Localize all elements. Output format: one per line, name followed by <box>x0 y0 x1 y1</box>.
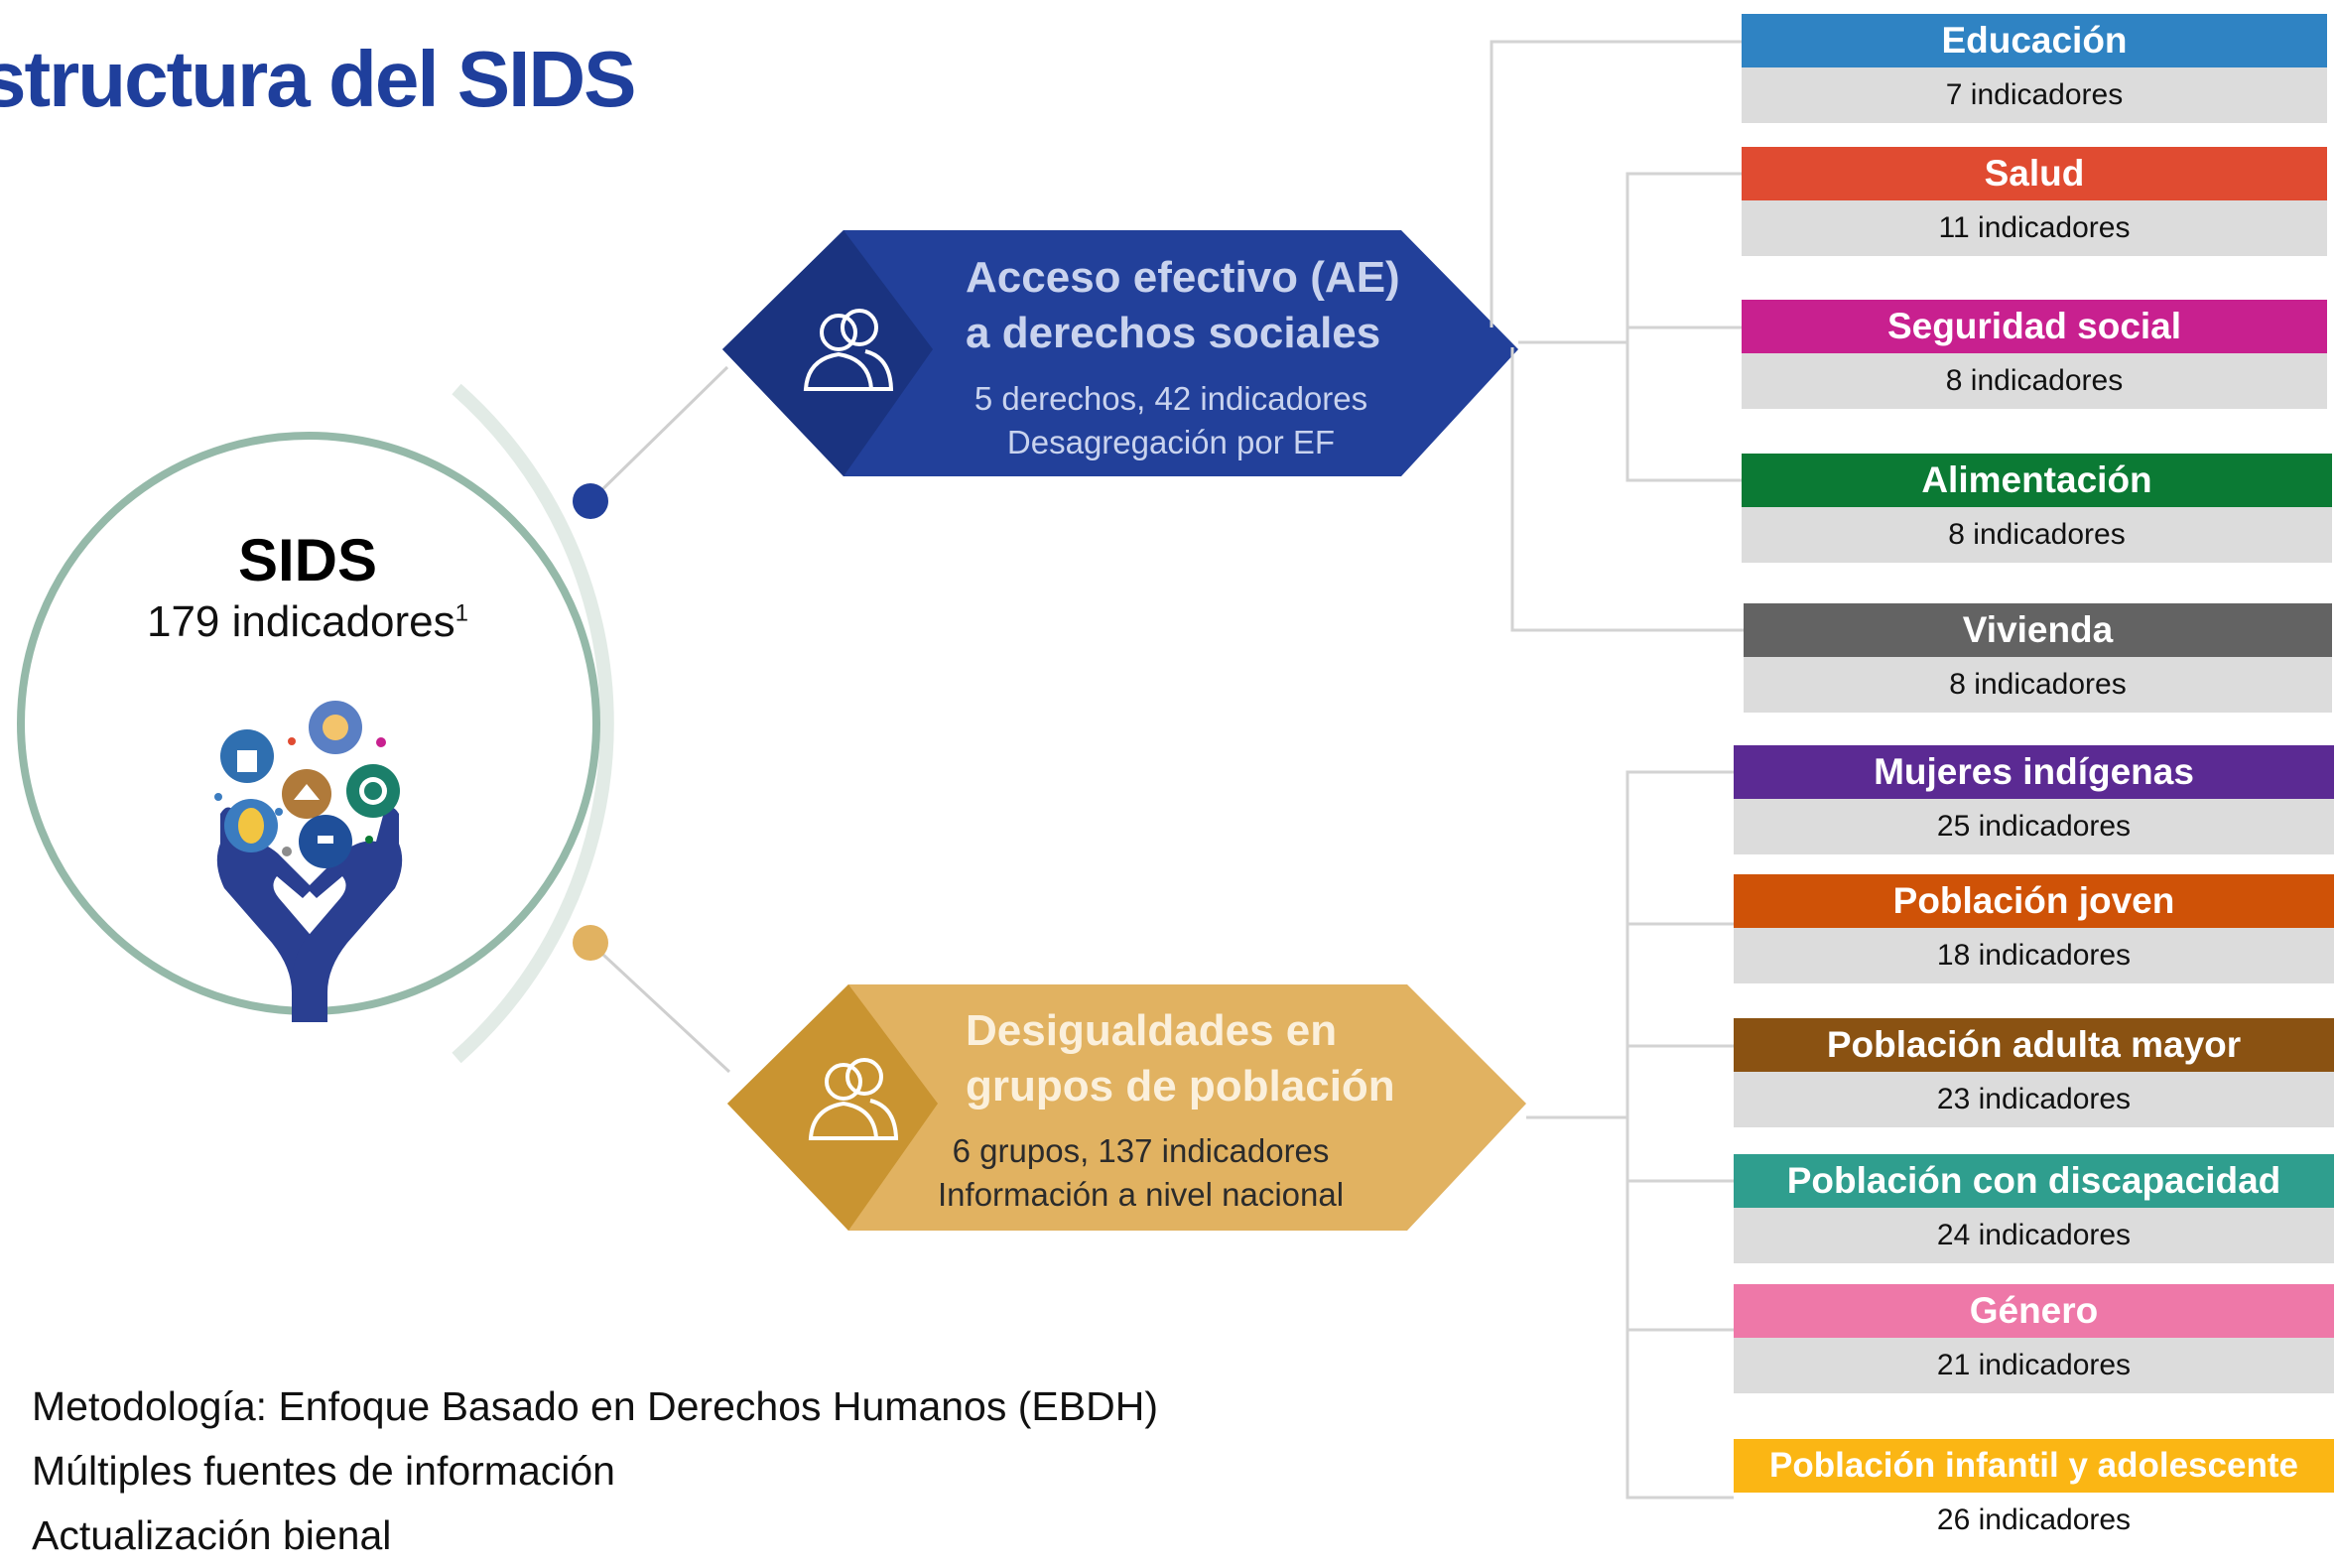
group-category: Población joven 18 indicadores <box>1734 874 2334 983</box>
group-label: Población joven <box>1734 874 2334 928</box>
link-ae <box>588 365 729 503</box>
right-category: Alimentación 8 indicadores <box>1742 454 2332 563</box>
hex-des-sub: 6 grupos, 137 indicadores Información a … <box>938 1129 1344 1217</box>
people-icon <box>803 309 894 391</box>
group-label: Población infantil y adolescente <box>1734 1439 2334 1493</box>
group-category: Población infantil y adolescente 26 indi… <box>1734 1439 2334 1548</box>
groups-bracket <box>1526 770 1734 1500</box>
hex-des <box>727 984 1526 1231</box>
footnote-marker: 1 <box>454 599 469 627</box>
hex-ae-sub-1: 5 derechos, 42 indicadores <box>974 380 1368 417</box>
group-label: Población adulta mayor <box>1734 1018 2334 1072</box>
sids-circle <box>17 432 600 1015</box>
hex-ae <box>722 230 1518 476</box>
methodology-notes: Metodología: Enfoque Basado en Derechos … <box>32 1374 1158 1568</box>
hex-ae-title-2: a derechos sociales <box>966 309 1381 357</box>
right-count: 11 indicadores <box>1742 200 2327 256</box>
hex-des-sub-2: Información a nivel nacional <box>938 1176 1345 1213</box>
group-label: Población con discapacidad <box>1734 1154 2334 1208</box>
hex-des-title-2: grupos de población <box>966 1062 1395 1111</box>
hex-des-sub-1: 6 grupos, 137 indicadores <box>952 1132 1330 1169</box>
node-ae-dot <box>573 483 608 519</box>
group-count: 24 indicadores <box>1734 1208 2334 1263</box>
group-count: 18 indicadores <box>1734 928 2334 983</box>
right-label: Alimentación <box>1742 454 2332 507</box>
group-count: 21 indicadores <box>1734 1338 2334 1393</box>
right-label: Vivienda <box>1744 603 2332 657</box>
node-des-dot <box>573 925 608 961</box>
hex-ae-sub: 5 derechos, 42 indicadores Desagregación… <box>933 377 1409 464</box>
outer-arc <box>452 383 614 1064</box>
group-label: Género <box>1734 1284 2334 1338</box>
group-category: Población adulta mayor 23 indicadores <box>1734 1018 2334 1127</box>
right-count: 8 indicadores <box>1742 353 2327 409</box>
right-hand-icon <box>293 807 403 1022</box>
sids-indicators: 179 indicadores1 <box>146 597 469 646</box>
hands-illustration <box>214 701 403 1022</box>
note-item: Múltiples fuentes de información <box>32 1448 615 1494</box>
note-item: Metodología: Enfoque Basado en Derechos … <box>32 1383 1158 1429</box>
link-des <box>588 941 731 1074</box>
right-label: Seguridad social <box>1742 300 2327 353</box>
rights-bracket <box>1490 40 1744 632</box>
right-label: Educación <box>1742 14 2327 67</box>
right-category: Salud 11 indicadores <box>1742 147 2327 256</box>
group-count: 26 indicadores <box>1734 1493 2334 1548</box>
group-category: Género 21 indicadores <box>1734 1284 2334 1393</box>
group-category: Mujeres indígenas 25 indicadores <box>1734 745 2334 854</box>
hex-des-title-1: Desigualdades en <box>966 1006 1338 1055</box>
hex-des-text: Desigualdades en grupos de población <box>966 1003 1395 1114</box>
right-count: 8 indicadores <box>1744 657 2332 713</box>
right-category: Vivienda 8 indicadores <box>1744 603 2332 713</box>
people-icon <box>808 1058 899 1140</box>
right-count: 7 indicadores <box>1742 67 2327 123</box>
hex-ae-text: Acceso efectivo (AE) a derechos sociales <box>966 250 1400 361</box>
right-count: 8 indicadores <box>1742 507 2332 563</box>
hex-ae-sub-2: Desagregación por EF <box>1006 424 1336 460</box>
note-item: Actualización bienal <box>32 1512 392 1558</box>
group-category: Población con discapacidad 24 indicadore… <box>1734 1154 2334 1263</box>
sids-title: SIDS <box>237 527 378 593</box>
page-title: structura del SIDS <box>0 35 637 123</box>
group-count: 25 indicadores <box>1734 799 2334 854</box>
right-category: Seguridad social 8 indicadores <box>1742 300 2327 409</box>
right-category: Educación 7 indicadores <box>1742 14 2327 123</box>
group-label: Mujeres indígenas <box>1734 745 2334 799</box>
group-count: 23 indicadores <box>1734 1072 2334 1127</box>
right-label: Salud <box>1742 147 2327 200</box>
hex-ae-title-1: Acceso efectivo (AE) <box>966 253 1400 302</box>
